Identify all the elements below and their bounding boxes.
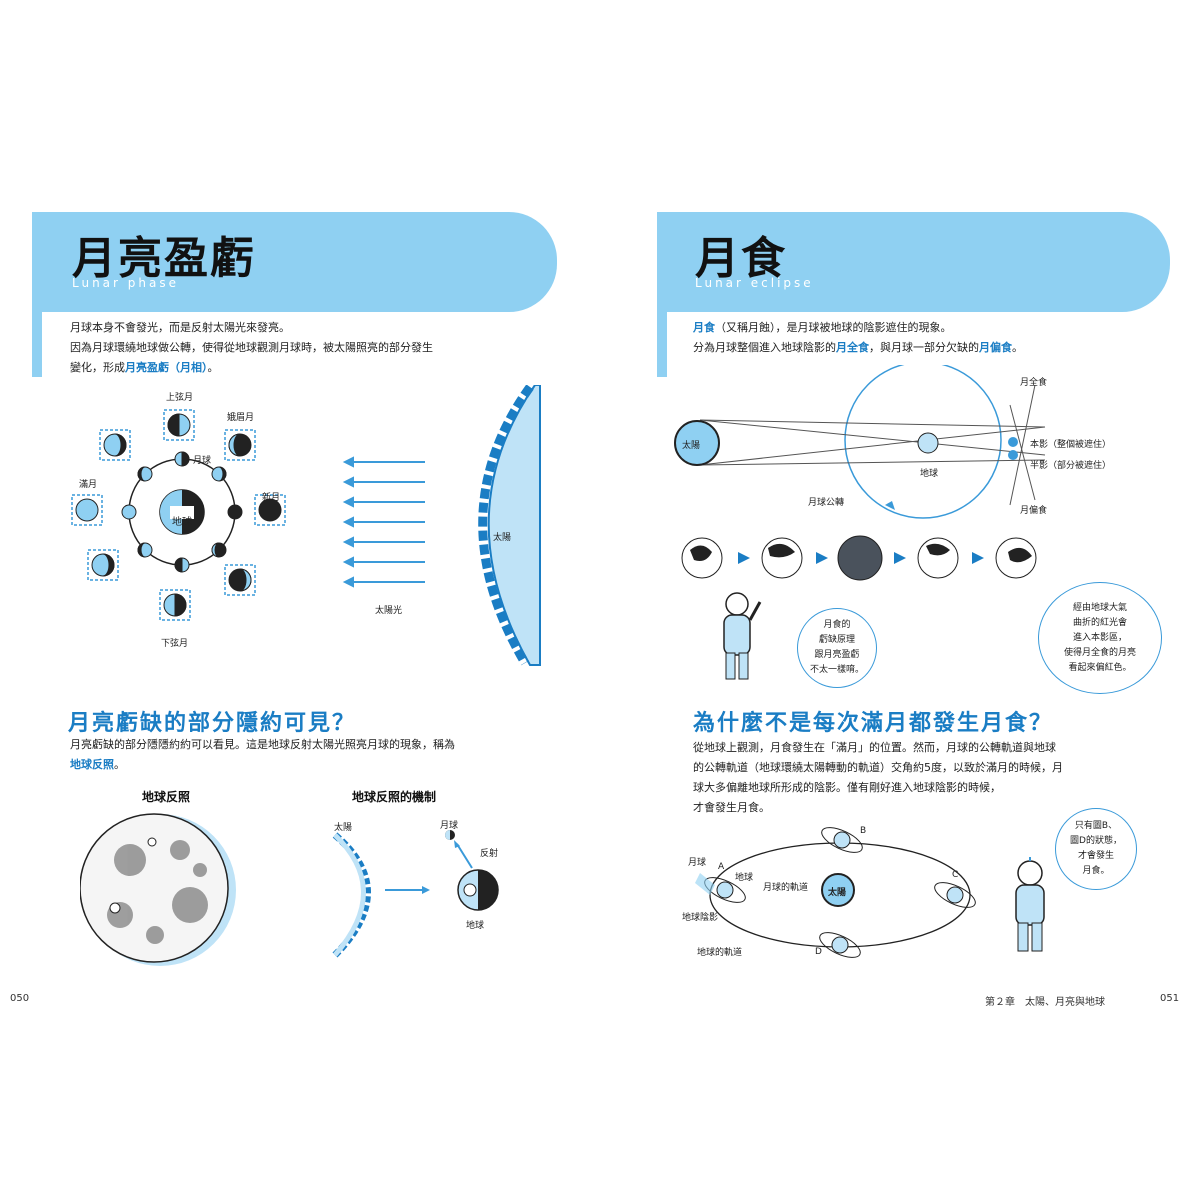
- intro-line: 月球本身不會發光，而是反射太陽光來發亮。: [70, 321, 290, 334]
- right-intro: 月食（又稱月蝕），是月球被地球的陰影遮住的現象。 分為月球整個進入地球陰影的月全…: [693, 318, 1173, 358]
- bubble-line: 經由地球大氣: [1072, 602, 1127, 613]
- right-title-banner: [657, 212, 1170, 312]
- page-title-lunar-eclipse: 月食: [695, 233, 787, 284]
- bubble-line: 月食的: [823, 620, 851, 630]
- mech-label-reflect: 反射: [480, 849, 499, 859]
- orbit-label-moon-orbit: 月球的軌道: [763, 883, 809, 893]
- right-section-text: 從地球上觀測，月食發生在「滿月」的位置。然而，月球的公轉軌道與地球 的公轉軌道（…: [693, 738, 1173, 818]
- mech-label-earth: 地球: [466, 921, 485, 931]
- earthshine-mechanism-title: 地球反照的機制: [352, 790, 437, 804]
- bubble-line: 只有圖B、: [1074, 821, 1118, 831]
- bubble-line: 月食。: [1082, 866, 1110, 876]
- eclipse-label-umbra: 本影（整個被遮住）: [1030, 440, 1112, 450]
- page-subtitle-lunar-phase: Lunar phase: [72, 276, 179, 290]
- label-last-quarter: 下弦月: [161, 639, 189, 649]
- intro-line: 變化，形成月亮盈虧（月相）。: [70, 361, 219, 374]
- page-number-left: 050: [10, 993, 30, 1004]
- right-section-heading: 為什麼不是每次滿月都發生月食？: [693, 711, 1054, 736]
- label-sunlight: 太陽光: [375, 606, 403, 616]
- label-new-moon: 新月: [262, 493, 281, 503]
- speech-bubble-1: 月食的 虧缺原理 跟月亮盈虧 不太一樣唷。: [797, 608, 877, 688]
- bubble-line: 圖D的狀態，: [1070, 836, 1122, 846]
- bubble-line: 跟月亮盈虧: [814, 650, 860, 660]
- intro-line: 分為月球整個進入地球陰影的月全食，與月球一部分欠缺的月偏食。: [693, 341, 1023, 354]
- label-moon: 月球: [193, 456, 212, 466]
- earthshine-title: 地球反照: [142, 790, 191, 804]
- intro-line: 因為月球環繞地球做公轉，使得從地球觀測月球時，被太陽照亮的部分發生: [70, 341, 433, 354]
- bubble-line: 曲折的紅光會: [1072, 617, 1127, 628]
- section-line: 月亮虧缺的部分隱隱約約可以看見。這是地球反射太陽光照亮月球的現象，稱為: [70, 738, 455, 751]
- bubble-line: 才會發生: [1077, 851, 1114, 861]
- bubble-line: 不太一樣唷。: [809, 665, 864, 675]
- bubble-line: 虧缺原理: [818, 635, 855, 645]
- astronaut-1: [723, 592, 762, 680]
- mech-label-sun: 太陽: [334, 823, 353, 833]
- section-line: 地球反照。: [70, 758, 125, 771]
- chapter-footer: 第２章 太陽、月亮與地球: [985, 997, 1105, 1008]
- eclipse-label-revolution: 月球公轉: [808, 498, 845, 508]
- section-line: 才會發生月食。: [693, 801, 770, 814]
- eclipse-phase-sequence: [681, 535, 1037, 581]
- left-intro: 月球本身不會發光，而是反射太陽光來發亮。 因為月球環繞地球做公轉，使得從地球觀測…: [70, 318, 550, 378]
- earthshine-mechanism-diagram: [332, 830, 499, 958]
- page-number-right: 051: [1160, 993, 1180, 1004]
- label-first-quarter: 上弦月: [166, 393, 194, 403]
- eclipse-label-earth: 地球: [920, 469, 939, 479]
- orbit-label-earth-orbit: 地球的軌道: [697, 948, 743, 958]
- eclipse-label-sun: 太陽: [682, 441, 701, 451]
- intro-line: 月食（又稱月蝕），是月球被地球的陰影遮住的現象。: [693, 321, 952, 334]
- label-earth: 地球: [172, 517, 192, 528]
- orbit-label-d: D: [815, 947, 822, 957]
- label-full-moon: 滿月: [79, 480, 98, 490]
- earthshine-illustration: [80, 813, 236, 966]
- orbit-label-earth: 地球: [735, 873, 754, 883]
- astronaut-2: [1015, 857, 1045, 952]
- page-subtitle-lunar-eclipse: Lunar eclipse: [695, 276, 814, 290]
- bubble-line: 看起來偏紅色。: [1068, 662, 1132, 673]
- label-waxing-crescent: 娥眉月: [227, 413, 255, 423]
- speech-bubble-2: 經由地球大氣 曲折的紅光會 進入本影區， 使得月全食的月亮 看起來偏紅色。: [1038, 582, 1162, 694]
- lunar-eclipse-diagram: [674, 365, 1046, 519]
- moon-phase-diagram: [71, 385, 541, 666]
- label-sun: 太陽: [493, 533, 512, 543]
- earth-center: [159, 489, 205, 535]
- orbit-label-c: C: [952, 870, 959, 880]
- bubble-line: 使得月全食的月亮: [1063, 647, 1136, 658]
- bubble-line: 進入本影區，: [1072, 632, 1127, 643]
- section-line: 球大多偏離地球所形成的陰影。僅有剛好進入地球陰影的時候，: [693, 781, 1001, 794]
- section-line: 的公轉軌道（地球環繞太陽轉動的軌道）交角約5度，以致於滿月的時候，月: [693, 761, 1063, 774]
- orbit-label-b: B: [860, 826, 867, 836]
- left-section-heading: 月亮虧缺的部分隱約可見？: [68, 711, 357, 736]
- orbit-diagram: [695, 827, 976, 958]
- mech-label-moon: 月球: [440, 821, 459, 831]
- speech-bubble-3: 只有圖B、 圖D的狀態， 才會發生 月食。: [1055, 808, 1137, 890]
- page-title-lunar-phase: 月亮盈虧: [72, 233, 256, 284]
- sunlight-arrows: [342, 456, 425, 588]
- section-line: 從地球上觀測，月食發生在「滿月」的位置。然而，月球的公轉軌道與地球: [693, 741, 1056, 754]
- left-title-banner: [32, 212, 557, 312]
- left-section-text: 月亮虧缺的部分隱隱約約可以看見。這是地球反射太陽光照亮月球的現象，稱為 地球反照…: [70, 735, 550, 775]
- sun-arc: [487, 385, 541, 666]
- orbit-label-sun: 太陽: [828, 888, 847, 898]
- orbit-label-earth-shadow: 地球陰影: [682, 913, 719, 923]
- eclipse-label-penumbra: 半影（部分被遮住）: [1030, 461, 1112, 471]
- orbit-label-moon: 月球: [688, 858, 707, 868]
- eclipse-label-partial: 月偏食: [1020, 506, 1048, 516]
- eclipse-label-total: 月全食: [1020, 378, 1048, 388]
- orbit-label-a: A: [718, 862, 725, 872]
